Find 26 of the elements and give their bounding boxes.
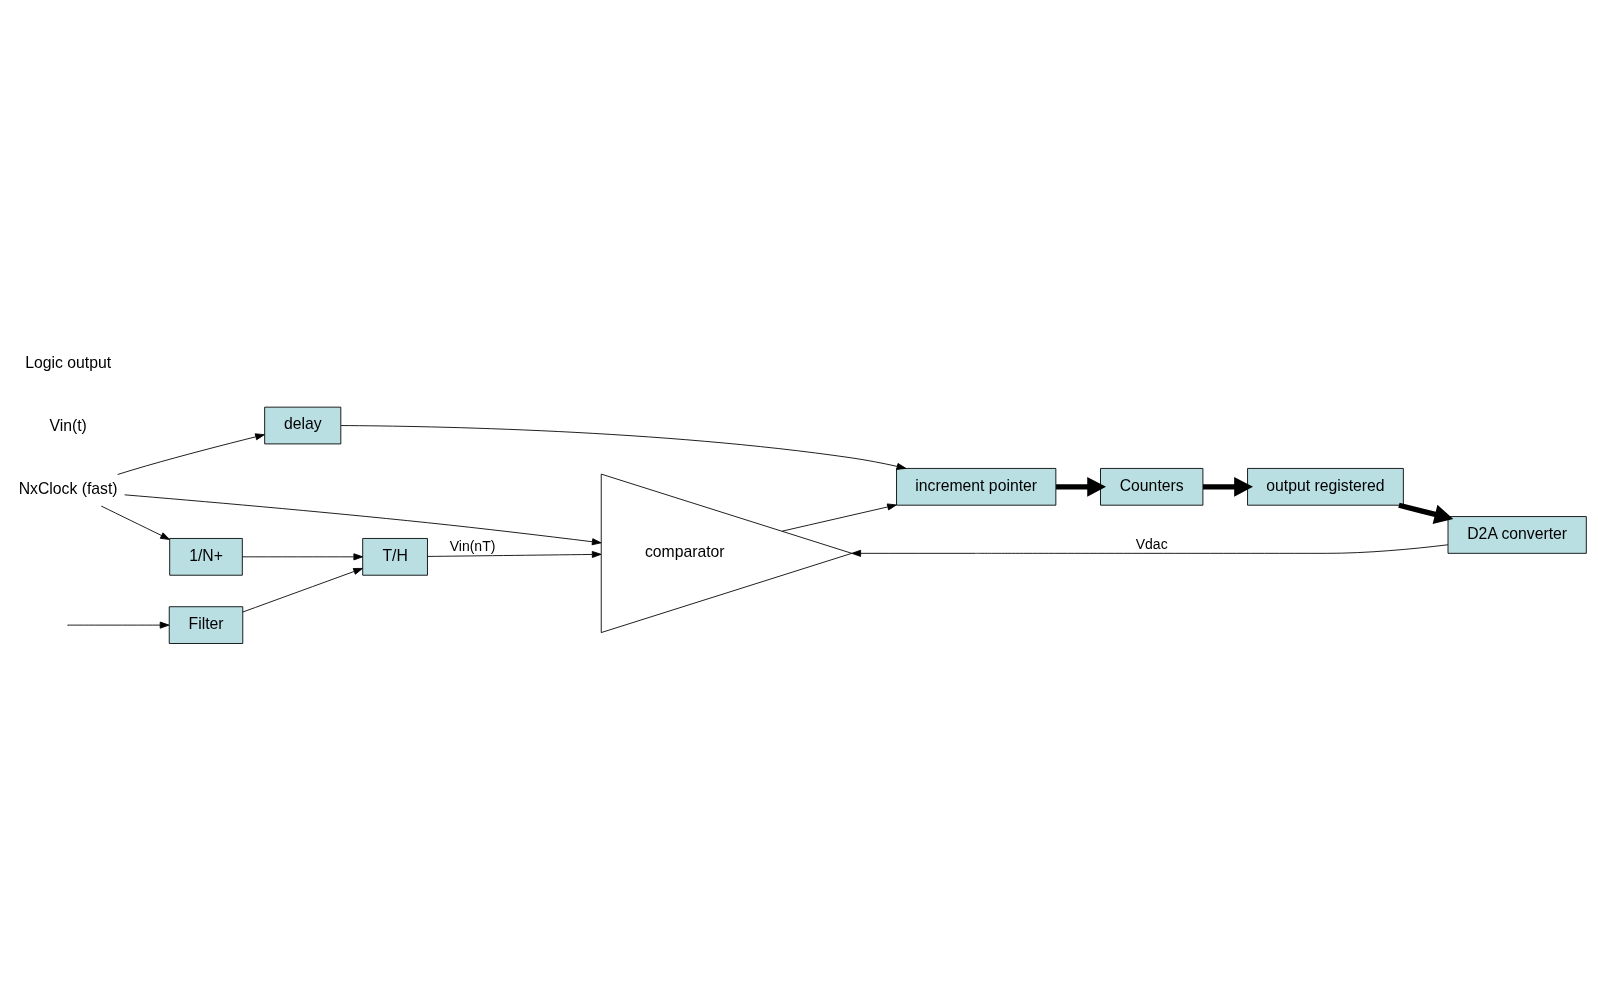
- arrow: [124, 493, 602, 545]
- arrow: [781, 502, 897, 532]
- node-text: NxClock (fast): [18, 479, 118, 497]
- edge-label: Vdac: [1135, 535, 1168, 552]
- arrow: [427, 550, 602, 558]
- arrow: [1203, 476, 1253, 497]
- node-box: Counters: [1100, 467, 1204, 506]
- node-box: Filter: [168, 605, 244, 644]
- node-box: output registered: [1247, 467, 1404, 506]
- arrow: [1056, 476, 1106, 497]
- arrow: [100, 505, 170, 540]
- arrow: [241, 552, 364, 560]
- edge-label: Vin(nT): [449, 537, 496, 554]
- label: Logic output: [25, 353, 112, 371]
- node-box: T/H: [362, 537, 428, 576]
- label: Vin(t): [49, 416, 87, 434]
- arrow: [851, 543, 1449, 557]
- node-box: D2A converter: [1447, 515, 1587, 554]
- arrow: [68, 621, 170, 629]
- arrow: [1398, 502, 1454, 524]
- node-box: 1/N+: [169, 537, 243, 576]
- node-box: delay: [264, 406, 342, 444]
- arrow: [340, 424, 907, 470]
- arrow: [117, 432, 265, 475]
- node-box: increment pointer: [896, 467, 1057, 506]
- arrow: [242, 567, 363, 612]
